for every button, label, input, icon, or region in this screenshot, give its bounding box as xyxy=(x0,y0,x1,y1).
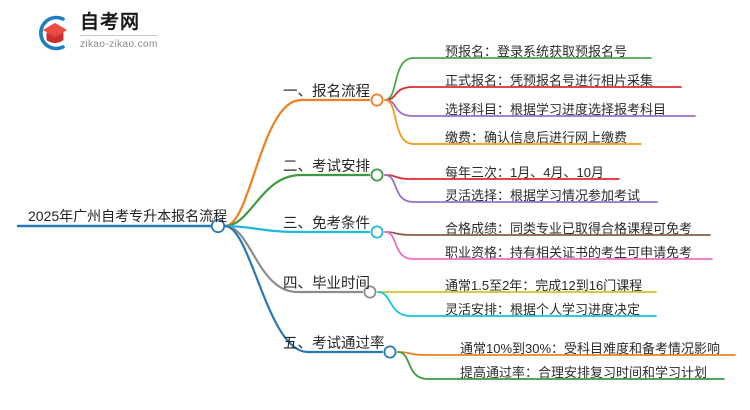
branch-2-node[interactable] xyxy=(370,168,384,182)
root-node[interactable] xyxy=(210,218,226,234)
branch-3-leaf-2-underline xyxy=(384,231,713,260)
branch-2-leaf-2-label: 灵活选择：根据学习情况参加考试 xyxy=(445,188,641,203)
logo-domain: zikao-zikao.com xyxy=(80,39,158,50)
branch-4-connector xyxy=(223,224,364,294)
root-label: 2025年广州自考专升本报名流程 xyxy=(28,208,228,224)
branch-3-leaf-2-label: 职业资格：持有相关证书的考生可申请免考 xyxy=(445,245,693,260)
branch-5-leaf-2-label: 提高通过率：合理安排复习时间和学习计划 xyxy=(460,365,708,380)
branch-4-node[interactable] xyxy=(363,285,377,299)
branch-1-connector xyxy=(223,98,371,228)
branch-4-leaf-2-underline xyxy=(377,291,657,317)
branch-3-node[interactable] xyxy=(370,225,384,239)
branch-3-leaf-1-label: 合格成绩：同类专业已取得合格课程可免考 xyxy=(445,221,693,236)
logo-title: 自考网 xyxy=(80,12,158,36)
branch-5-node[interactable] xyxy=(383,345,397,359)
branch-1-leaf-1-label: 预报名：登录系统获取预报名号 xyxy=(445,44,628,59)
branch-2-leaf-2-underline xyxy=(384,174,658,203)
branch-1-leaf-4-underline xyxy=(384,99,642,145)
branch-4-leaf-2-label: 灵活安排：根据个人学习进度决定 xyxy=(445,302,641,317)
branch-4-leaf-1-label: 通常1.5至2年：完成12到16门课程 xyxy=(445,278,643,293)
branch-1-leaf-1-underline xyxy=(384,57,652,101)
branch-2-label: 二、考试安排 xyxy=(283,159,370,175)
branch-4-label: 四、毕业时间 xyxy=(283,276,370,292)
branch-2-connector xyxy=(223,173,371,228)
branch-1-node[interactable] xyxy=(370,93,384,107)
branch-1-leaf-2-label: 正式报名：凭预报名号进行相片采集 xyxy=(445,73,654,88)
branch-1-leaf-3-label: 选择科目：根据学习进度选择报考科目 xyxy=(445,102,667,117)
branch-1-leaf-4-label: 缴费：确认信息后进行网上缴费 xyxy=(445,130,628,145)
site-logo[interactable]: 自考网 zikao-zikao.com xyxy=(30,10,158,54)
branch-2-leaf-1-label: 每年三次：1月、4月、10月 xyxy=(445,165,604,180)
branch-3-label: 三、免考条件 xyxy=(283,216,370,232)
branch-1-label: 一、报名流程 xyxy=(283,84,370,100)
branch-5-leaf-2-underline xyxy=(397,351,725,380)
branch-5-label: 五、考试通过率 xyxy=(283,336,385,352)
graduation-cap-icon xyxy=(30,10,76,54)
branch-3-connector xyxy=(223,224,371,234)
branch-5-connector xyxy=(223,224,384,354)
branch-5-leaf-1-label: 通常10%到30%：受科目难度和备考情况影响 xyxy=(460,341,721,356)
